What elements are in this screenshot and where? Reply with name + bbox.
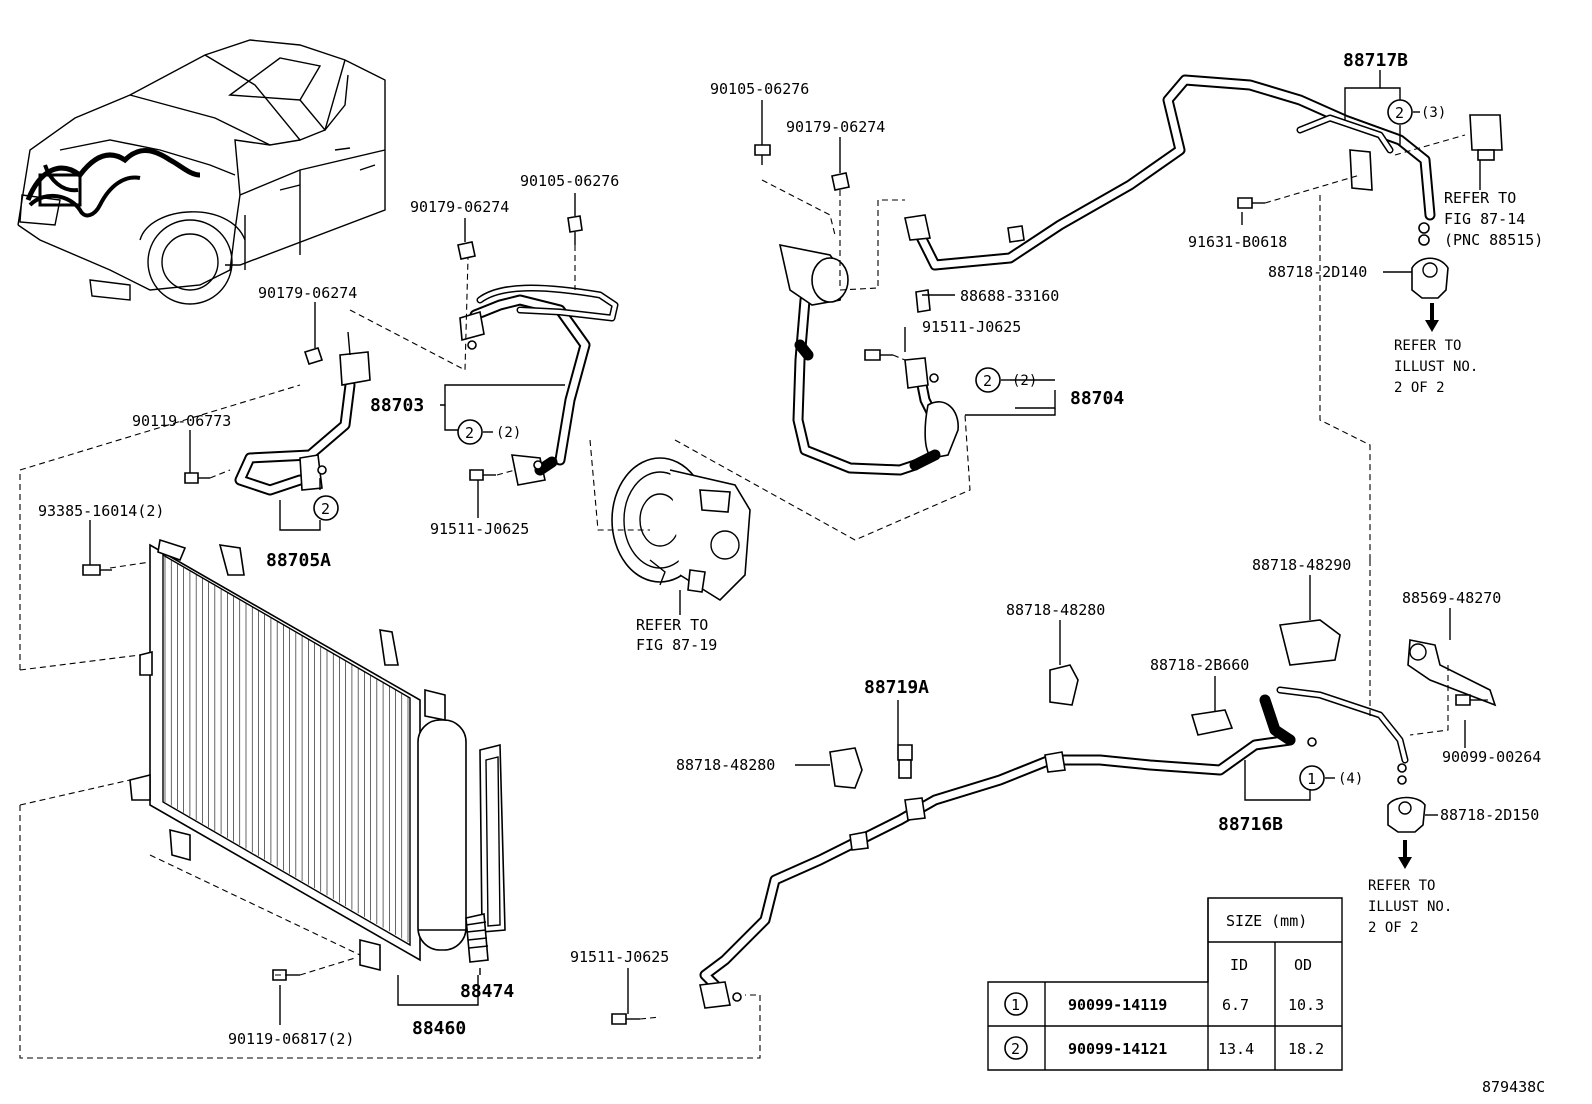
compressor-illustration (611, 457, 751, 602)
liquid-tube-88716B (699, 686, 1426, 1009)
svg-text:(2): (2) (496, 425, 521, 441)
label-88474: 88474 (460, 981, 514, 1002)
label-88718-48280-lower: 88718-48280 (676, 756, 775, 774)
svg-text:1: 1 (1011, 996, 1020, 1014)
part-labels: 90105-06276 90179-06274 90105-06276 9017… (38, 50, 1545, 1096)
svg-text:90099-14121: 90099-14121 (1068, 1040, 1167, 1058)
svg-text:(PNC 88515): (PNC 88515) (1444, 231, 1543, 249)
svg-text:ILLUST NO.: ILLUST NO. (1394, 359, 1478, 375)
label-88718-48280-upper: 88718-48280 (1006, 601, 1105, 619)
label-88704: 88704 (1070, 388, 1124, 409)
refer-note-compressor: REFER TO FIG 87-19 (636, 616, 717, 654)
svg-text:13.4: 13.4 (1218, 1040, 1254, 1058)
svg-text:2: 2 (1011, 1040, 1020, 1058)
label-91631-B0618: 91631-B0618 (1188, 233, 1287, 251)
condenser-88460 (129, 538, 467, 972)
svg-text:2: 2 (321, 500, 330, 518)
svg-text:REFER TO: REFER TO (1368, 878, 1435, 894)
ref-circle-88703: 2 (2) (457, 419, 521, 445)
svg-text:(4): (4) (1338, 771, 1363, 787)
size-table: SIZE (mm) ID OD 1 90099-14119 6.7 10.3 2… (987, 897, 1343, 1071)
label-90119-06773: 90119-06773 (132, 412, 231, 430)
label-91511-J0625-left: 91511-J0625 (430, 520, 529, 538)
liquid-tube-88705A (234, 351, 371, 496)
label-90105-06276-upper: 90105-06276 (710, 80, 809, 98)
size-table-header: SIZE (mm) (1226, 912, 1307, 930)
filter-88474 (465, 743, 506, 963)
ref-circle-88717B: 2 (3) (1387, 99, 1446, 125)
svg-text:(3): (3) (1421, 105, 1446, 121)
label-88718-48290: 88718-48290 (1252, 556, 1351, 574)
svg-text:2: 2 (983, 372, 992, 390)
ref-circle-88716B: 1 (4) (1299, 765, 1363, 791)
label-90179-06274-left: 90179-06274 (258, 284, 357, 302)
label-90119-06817: 90119-06817(2) (228, 1030, 354, 1048)
label-88718-2D140: 88718-2D140 (1268, 263, 1367, 281)
label-93385-16014: 93385-16014(2) (38, 502, 164, 520)
refer-note-illust-lower: REFER TO ILLUST NO. 2 OF 2 (1368, 878, 1452, 936)
label-88719A: 88719A (864, 677, 929, 698)
discharge-hose-88703 (459, 284, 619, 486)
svg-text:2 OF 2: 2 OF 2 (1394, 380, 1445, 396)
svg-text:18.2: 18.2 (1288, 1040, 1324, 1058)
svg-text:2: 2 (465, 424, 474, 442)
label-90105-06276-mid: 90105-06276 (520, 172, 619, 190)
svg-text:1: 1 (1307, 770, 1316, 788)
suction-tube-88717B (904, 74, 1503, 299)
figure-id: 879438C (1482, 1078, 1545, 1096)
suction-hose-88704 (778, 243, 959, 476)
size-table-row: 2 90099-14121 13.4 18.2 (1004, 1036, 1324, 1060)
svg-text:REFER TO: REFER TO (1444, 189, 1516, 207)
size-table-row: 1 90099-14119 6.7 10.3 (1004, 992, 1324, 1016)
svg-text:REFER TO: REFER TO (1394, 338, 1461, 354)
svg-text:FIG 87-14: FIG 87-14 (1444, 210, 1525, 228)
svg-text:2: 2 (1395, 104, 1404, 122)
label-88717B: 88717B (1343, 50, 1408, 71)
size-table-col-od: OD (1294, 956, 1312, 974)
svg-text:(2): (2) (1012, 373, 1037, 389)
circled-size-refs: 2 (2) 2 2 (2) 2 (3) 1 (4) (313, 99, 1446, 791)
label-88705A: 88705A (266, 550, 331, 571)
vehicle-locator-illustration (17, 39, 386, 305)
label-88716B: 88716B (1218, 814, 1283, 835)
label-90179-06274-mid: 90179-06274 (410, 198, 509, 216)
svg-text:REFER TO: REFER TO (636, 616, 708, 634)
label-88688-33160: 88688-33160 (960, 287, 1059, 305)
label-90179-06274-upper: 90179-06274 (786, 118, 885, 136)
size-table-col-id: ID (1230, 956, 1248, 974)
svg-text:FIG 87-19: FIG 87-19 (636, 636, 717, 654)
label-91511-J0625-mid: 91511-J0625 (922, 318, 1021, 336)
ref-circle-88705A: 2 (313, 495, 339, 521)
svg-text:6.7: 6.7 (1222, 996, 1249, 1014)
dashed-leader-lines (19, 134, 1490, 1059)
label-88569-48270: 88569-48270 (1402, 589, 1501, 607)
label-91511-J0625-lower: 91511-J0625 (570, 948, 669, 966)
clamps-and-fasteners (82, 144, 1497, 1025)
label-88718-2D150: 88718-2D150 (1440, 806, 1539, 824)
ref-circle-88704: 2 (2) (975, 367, 1037, 393)
refer-note-illust-upper: REFER TO ILLUST NO. 2 OF 2 (1394, 338, 1478, 396)
label-88703: 88703 (370, 395, 424, 416)
refer-notes: REFER TO FIG 87-19 REFER TO FIG 87-14 (P… (636, 189, 1543, 936)
label-90099-00264: 90099-00264 (1442, 748, 1541, 766)
svg-text:2 OF 2: 2 OF 2 (1368, 920, 1419, 936)
label-88718-2B660: 88718-2B660 (1150, 656, 1249, 674)
svg-text:10.3: 10.3 (1288, 996, 1324, 1014)
leader-lines (89, 70, 1481, 1025)
svg-text:ILLUST NO.: ILLUST NO. (1368, 899, 1452, 915)
label-88460: 88460 (412, 1018, 466, 1039)
svg-text:90099-14119: 90099-14119 (1068, 996, 1167, 1014)
refer-note-expansion-valve: REFER TO FIG 87-14 (PNC 88515) (1444, 189, 1543, 249)
